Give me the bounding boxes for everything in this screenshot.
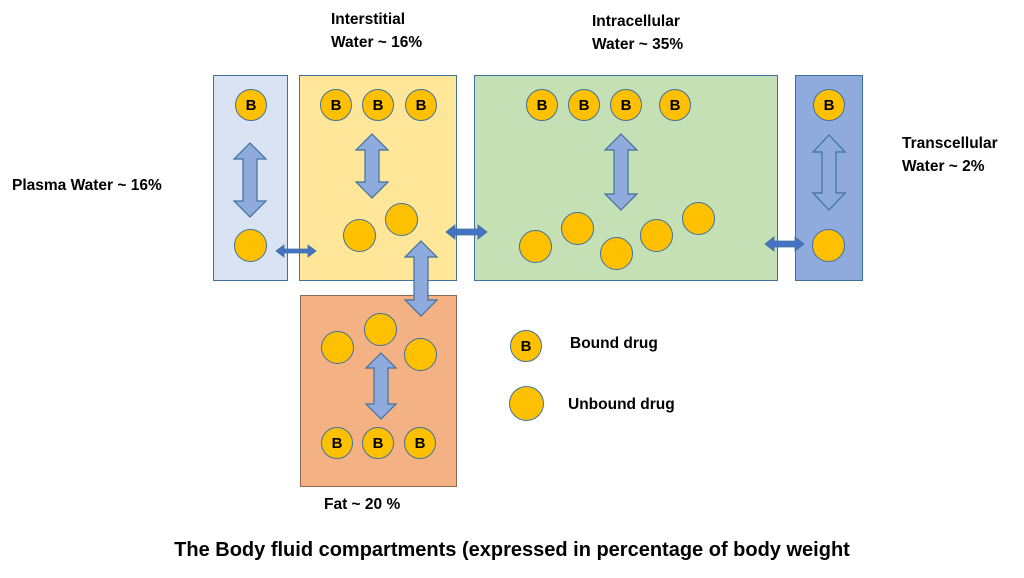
interstitial-label-line1: Interstitial xyxy=(331,11,406,28)
interstitial-fat-arrow xyxy=(403,240,439,317)
transcellular-unbound-drug xyxy=(812,229,845,262)
legend-unbound-drug-label: Unbound drug xyxy=(568,396,675,413)
plasma-bound-drug: B xyxy=(235,89,267,121)
legend-unbound-drug-symbol xyxy=(509,386,544,421)
intracellular-unbound-drug xyxy=(600,237,633,270)
intracellular-unbound-drug xyxy=(640,219,673,252)
plasma-unbound-drug xyxy=(234,229,267,262)
transcellular-water-label: Transcellular Water ~ 2% xyxy=(902,132,998,178)
transcellular-label-line1: Transcellular xyxy=(902,135,998,152)
fat-bound-drug: B xyxy=(404,427,436,459)
fat-vertical-arrow xyxy=(364,352,398,420)
transcellular-label-line2: Water ~ 2% xyxy=(902,158,985,175)
fat-unbound-drug xyxy=(404,338,437,371)
intracellular-transcellular-arrow xyxy=(764,236,805,252)
interstitial-bound-drug: B xyxy=(362,89,394,121)
intracellular-unbound-drug xyxy=(682,202,715,235)
intracellular-label-line1: Intracellular xyxy=(592,13,680,30)
interstitial-bound-drug: B xyxy=(405,89,437,121)
intracellular-label-line2: Water ~ 35% xyxy=(592,36,684,53)
intracellular-water-label: Intracellular Water ~ 35% xyxy=(592,10,683,56)
intracellular-vertical-arrow xyxy=(603,133,639,211)
plasma-water-label: Plasma Water ~ 16% xyxy=(12,177,162,194)
intracellular-bound-drug: B xyxy=(526,89,558,121)
interstitial-unbound-drug xyxy=(385,203,418,236)
transcellular-vertical-arrow xyxy=(811,134,847,211)
fat-label: Fat ~ 20 % xyxy=(324,496,401,513)
interstitial-intracellular-arrow xyxy=(445,224,488,240)
interstitial-label-line2: Water ~ 16% xyxy=(331,34,423,51)
transcellular-bound-drug: B xyxy=(813,89,845,121)
fat-unbound-drug xyxy=(321,331,354,364)
interstitial-bound-drug: B xyxy=(320,89,352,121)
fat-bound-drug: B xyxy=(321,427,353,459)
fat-bound-drug: B xyxy=(362,427,394,459)
fat-unbound-drug xyxy=(364,313,397,346)
intracellular-bound-drug: B xyxy=(659,89,691,121)
intracellular-unbound-drug xyxy=(561,212,594,245)
legend-bound-drug-label: Bound drug xyxy=(570,335,658,352)
plasma-vertical-arrow xyxy=(232,142,268,218)
interstitial-water-label: Interstitial Water ~ 16% xyxy=(331,8,422,54)
interstitial-vertical-arrow xyxy=(354,133,390,199)
intracellular-bound-drug: B xyxy=(568,89,600,121)
legend-bound-drug-symbol: B xyxy=(510,330,542,362)
diagram-caption: The Body fluid compartments (expressed i… xyxy=(174,539,850,561)
intracellular-unbound-drug xyxy=(519,230,552,263)
interstitial-unbound-drug xyxy=(343,219,376,252)
plasma-interstitial-arrow xyxy=(275,244,317,258)
intracellular-bound-drug: B xyxy=(610,89,642,121)
